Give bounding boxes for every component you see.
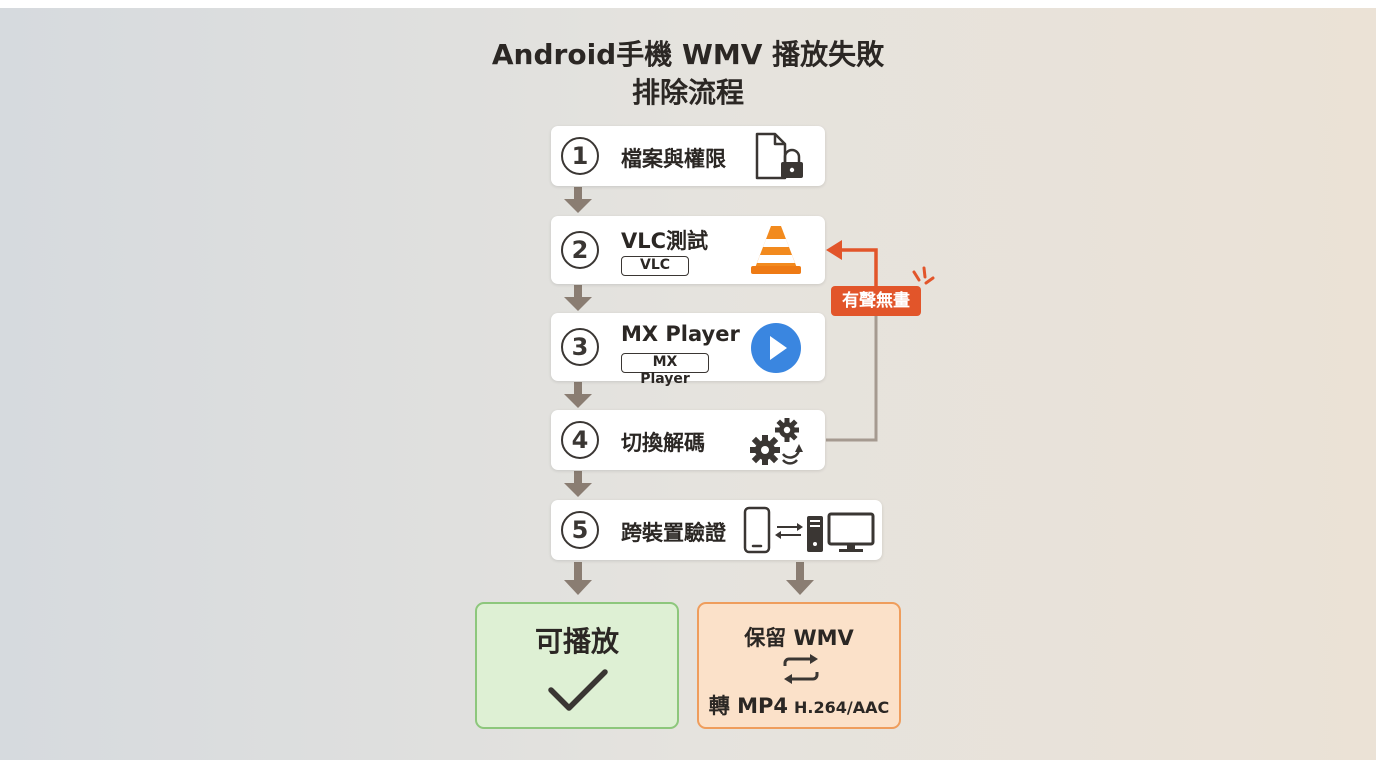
step-label-3: MX Player — [621, 322, 740, 346]
result-convert-label: 保留 WMV — [744, 626, 854, 650]
checkmark-icon — [548, 669, 608, 711]
step-number-5: 5 — [561, 511, 599, 549]
bottom-border — [0, 760, 1376, 768]
step-number-2: 2 — [561, 231, 599, 269]
step-card-5: 5 跨裝置驗證 — [551, 500, 882, 560]
title-line-2: 排除流程 — [631, 76, 744, 109]
phone-to-pc-icon — [743, 506, 875, 554]
result-playable: 可播放 — [475, 602, 679, 729]
step-label-1: 檔案與權限 — [621, 147, 726, 171]
result-playable-label: 可播放 — [534, 625, 619, 658]
diagram-title: Android手機 WMV 播放失敗 排除流程 — [438, 36, 938, 112]
step-tag-3: MX Player — [621, 353, 709, 387]
title-line-1: Android手機 WMV 播放失敗 — [491, 38, 885, 71]
step-card-3: 3 MX Player MX Player — [551, 313, 825, 387]
step-number-3: 3 — [561, 328, 599, 366]
convert-target: 轉 MP4 H.264/AAC — [699, 690, 899, 720]
step-label-2: VLC測試 — [621, 229, 709, 253]
convert-arrows-icon — [783, 654, 819, 684]
file-lock-icon — [755, 132, 803, 180]
step-card-2: 2 VLC測試 VLC — [551, 216, 825, 284]
top-border — [0, 0, 1376, 8]
step-number-1: 1 — [561, 137, 599, 175]
gears-refresh-icon — [750, 418, 803, 465]
convert-target-format: 轉 MP4 — [708, 694, 788, 718]
step-tag-2: VLC — [621, 256, 689, 276]
convert-target-codec: H.264/AAC — [794, 698, 890, 717]
step-label-5: 跨裝置驗證 — [621, 521, 726, 545]
play-circle-icon — [751, 323, 801, 373]
vlc-cone-icon — [751, 226, 801, 274]
step-card-4: 4 切換解碼 — [551, 410, 825, 470]
step-card-1: 1 檔案與權限 — [551, 126, 825, 186]
step-number-4: 4 — [561, 421, 599, 459]
step-label-4: 切換解碼 — [621, 431, 705, 455]
result-convert: 保留 WMV 轉 MP4 H.264/AAC — [697, 602, 901, 729]
loop-badge: 有聲無畫 — [831, 286, 921, 316]
